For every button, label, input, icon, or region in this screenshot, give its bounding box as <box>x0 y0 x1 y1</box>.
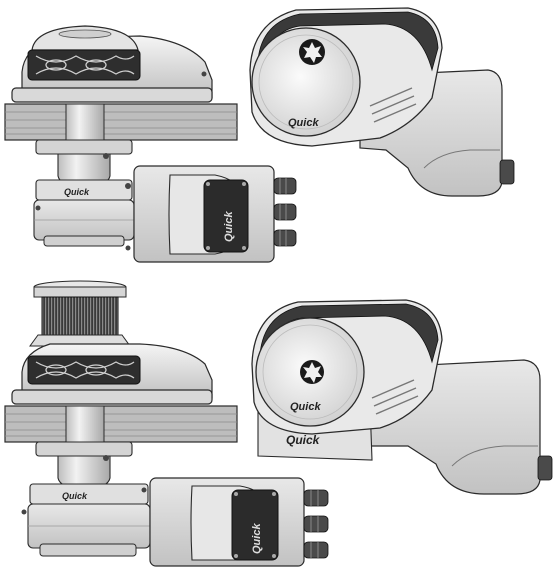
drive-shaft-star-icon <box>299 39 325 65</box>
warping-drum <box>41 296 119 336</box>
chain-gypsy-2 <box>27 355 141 385</box>
under-deck-gearbox-2: Quick <box>21 441 151 557</box>
deck-plate-2 <box>4 405 238 443</box>
electric-motor: Quick <box>133 165 275 263</box>
logo-text-2: Quick <box>62 491 88 501</box>
motor-logo-text-2: Quick <box>251 523 263 554</box>
logo-text-top-2: Quick <box>290 401 321 413</box>
top-view-windlass: Quick <box>249 7 515 197</box>
flange-logo-text: Quick <box>286 433 321 447</box>
electric-motor-2: Quick <box>149 477 305 567</box>
logo-text-top: Quick <box>288 117 319 129</box>
gypsy-disc-top <box>251 27 361 137</box>
side-view-windlass-top <box>11 25 213 103</box>
top-view-windlass-drum: Quick Quick <box>251 299 553 495</box>
cable-glands-2 <box>303 489 329 559</box>
logo-text: Quick <box>64 187 90 197</box>
chain-gypsy <box>27 49 141 81</box>
cable-glands <box>273 177 297 247</box>
motor-logo-text: Quick <box>223 211 235 242</box>
under-deck-gearbox: Quick <box>33 139 135 251</box>
side-view-windlass-drum <box>11 280 213 405</box>
deck-plate <box>4 103 238 141</box>
drive-shaft-star-icon-2 <box>300 360 324 384</box>
